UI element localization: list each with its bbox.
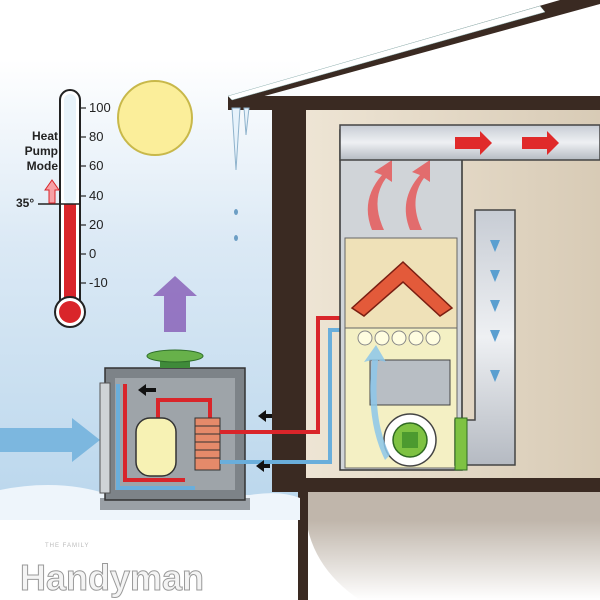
indoor-air-handler	[339, 129, 463, 471]
a-coil	[350, 260, 454, 317]
scale-label: 20	[89, 217, 103, 232]
icicle	[243, 107, 250, 136]
warm-air-arrow	[405, 160, 430, 230]
scale-label: -10	[89, 275, 108, 290]
outdoor-coil	[99, 382, 111, 494]
heat-absorb-arrow	[153, 276, 197, 332]
up-arrow-icon	[44, 179, 60, 204]
hot-refrigerant-line	[220, 316, 350, 434]
thermometer-fill	[64, 204, 76, 304]
supply-air-arrow	[522, 131, 559, 155]
scale-label: 100	[89, 100, 111, 115]
mode-label-line-3: Mode	[27, 159, 59, 173]
water-drop	[234, 235, 238, 241]
handyman-logo: THE FAMILY Handyman	[20, 543, 205, 599]
filter	[369, 359, 451, 406]
scale-label: 0	[89, 246, 96, 261]
blower-housing	[454, 417, 468, 471]
outside-air-arrow	[0, 418, 100, 462]
logo-main-text: Handyman	[20, 557, 204, 598]
thermometer: Heat Pump Mode 35° 100 80 60 40 20 0 -10	[16, 89, 111, 328]
snow	[227, 5, 546, 101]
scale-label: 60	[89, 158, 103, 173]
scale-label: 40	[89, 188, 103, 203]
flow-arrow-icon	[138, 384, 156, 396]
floor	[272, 478, 600, 492]
scale-label: 80	[89, 129, 103, 144]
threshold-label: 35°	[16, 196, 34, 210]
supply-air-arrow	[455, 131, 492, 155]
airflow-arrow	[364, 345, 390, 460]
return-air-arrows	[490, 240, 500, 382]
flow-arrow-icon	[256, 460, 270, 472]
warm-air-arrow	[367, 160, 392, 230]
water-drop	[234, 209, 238, 215]
exterior-wall	[272, 108, 306, 492]
foundation-wall	[298, 478, 308, 600]
icicle	[231, 107, 241, 171]
flow-arrow-icon	[258, 410, 272, 422]
logo-small-text: THE FAMILY	[45, 543, 90, 549]
mode-label-line-1: Heat	[32, 129, 58, 143]
roof-soffit	[228, 96, 600, 110]
sun	[117, 80, 193, 156]
mode-label-line-2: Pump	[25, 144, 58, 158]
outdoor-heat-pump-unit	[99, 349, 250, 510]
reversing-valve-coil	[194, 417, 221, 471]
compressor	[135, 417, 177, 477]
fan-icon	[146, 349, 204, 363]
